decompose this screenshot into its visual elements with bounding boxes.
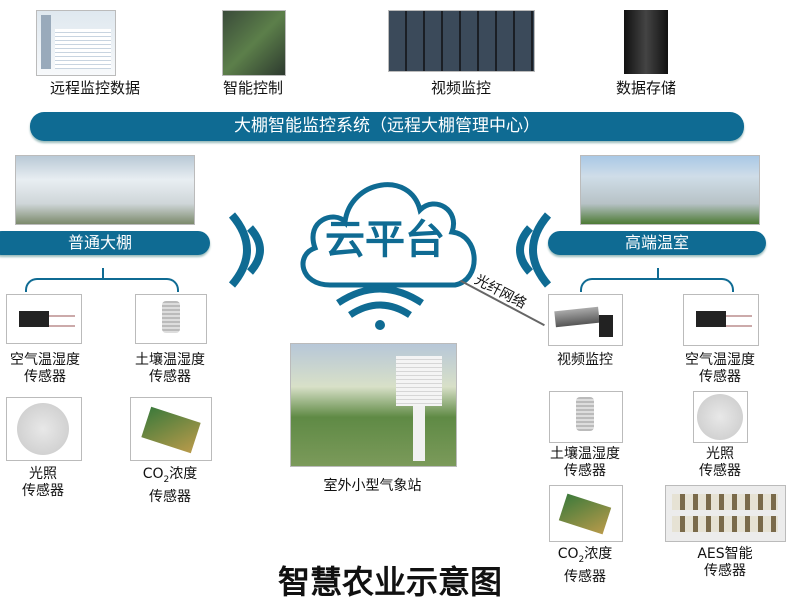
- premium-greenhouse-photo: [580, 155, 760, 225]
- video-camera-label: 视频监控: [557, 352, 613, 368]
- server-photo: [624, 10, 668, 74]
- cloud-platform-label: 云平台: [325, 217, 445, 263]
- cloud-network-graphic: [228, 182, 552, 330]
- weather-station-label: 室外小型气象站: [323, 478, 422, 494]
- top-label-video: 视频监控: [430, 79, 491, 97]
- ordinary-greenhouse-label: 普通大棚: [0, 231, 210, 255]
- soil-sensor-label-right: 土壤温湿度传感器: [550, 446, 620, 479]
- monitoring-data-screenshot: [36, 10, 116, 76]
- air-sensor-image-right: [683, 294, 759, 346]
- light-sensor-label-right: 光照传感器: [699, 446, 741, 479]
- weather-station-photo: [290, 343, 457, 467]
- air-sensor-label-left: 空气温湿度传感器: [10, 352, 80, 385]
- co2-sensor-label-right: CO2浓度传感器: [557, 546, 613, 585]
- soil-sensor-label-left: 土壤温湿度传感器: [135, 352, 205, 385]
- light-sensor-image-left: [6, 397, 82, 461]
- air-sensor-label-right: 空气温湿度传感器: [685, 352, 755, 385]
- cloud-icon: [300, 182, 477, 288]
- wifi-right-icon: [516, 212, 552, 288]
- top-label-remote-data: 远程监控数据: [49, 79, 140, 97]
- light-sensor-image-right: [693, 391, 748, 443]
- aes-sensor-image: [665, 485, 786, 542]
- air-sensor-image-left: [6, 294, 82, 344]
- co2-sensor-image-right: [549, 485, 623, 542]
- video-wall-photo: [388, 10, 535, 72]
- co2-sensor-image-left: [130, 397, 212, 461]
- premium-greenhouse-label: 高端温室: [548, 231, 766, 255]
- soil-sensor-image-right: [549, 391, 623, 443]
- light-sensor-label-left: 光照传感器: [22, 466, 64, 499]
- system-banner: 大棚智能监控系统（远程大棚管理中心）: [30, 112, 744, 141]
- video-camera-image: [548, 294, 623, 346]
- wifi-left-icon: [228, 212, 264, 288]
- diagram-title: 智慧农业示意图: [277, 563, 502, 601]
- top-label-storage: 数据存储: [615, 79, 676, 97]
- aes-sensor-label: AES智能传感器: [697, 546, 753, 579]
- right-brace: [580, 268, 734, 292]
- wifi-bottom-icon: [336, 285, 424, 330]
- top-label-smart-control: 智能控制: [222, 79, 283, 97]
- left-brace: [25, 268, 179, 292]
- soil-sensor-image-left: [135, 294, 207, 344]
- smart-control-screenshot: [222, 10, 286, 76]
- ordinary-greenhouse-photo: [15, 155, 195, 225]
- co2-sensor-label-left: CO2浓度传感器: [142, 466, 198, 505]
